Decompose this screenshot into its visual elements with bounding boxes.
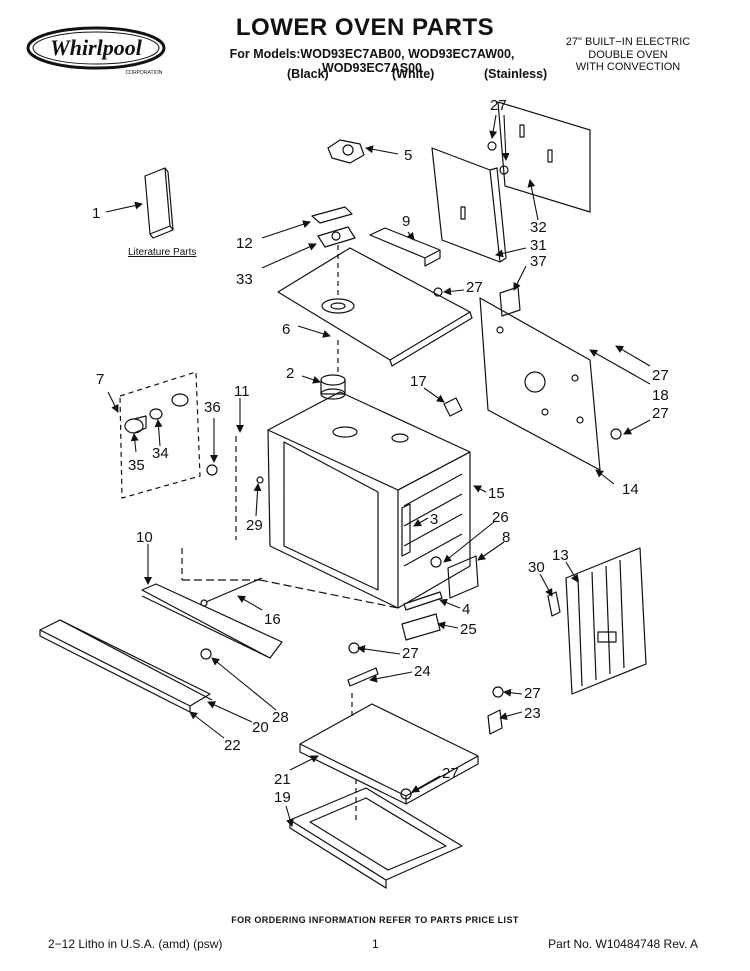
callout-31: 31 xyxy=(530,237,547,254)
callout-16: 16 xyxy=(264,611,281,628)
bracket-9 xyxy=(369,227,441,259)
callout-27: 27 xyxy=(652,367,669,384)
brand-tagline: CORPORATION xyxy=(126,70,163,76)
product-description: 27" BUILT−IN ELECTRIC DOUBLE OVEN WITH C… xyxy=(565,36,691,73)
page-number: 1 xyxy=(372,937,379,951)
color-white: (White) xyxy=(392,67,435,81)
callout-30: 30 xyxy=(528,559,545,576)
callout-23: 23 xyxy=(524,705,541,722)
callout-17: 17 xyxy=(410,373,427,390)
callout-14: 14 xyxy=(622,481,639,498)
hinge-24 xyxy=(347,667,379,687)
callout-6: 6 xyxy=(282,321,290,338)
bracket-23 xyxy=(487,709,503,735)
callout-27: 27 xyxy=(442,765,459,782)
rear-panel xyxy=(479,297,601,471)
panel-8 xyxy=(447,555,479,599)
callout-4: 4 xyxy=(462,601,470,618)
callout-18: 18 xyxy=(652,387,669,404)
literature-booklet xyxy=(144,167,174,239)
callout-13: 13 xyxy=(552,547,569,564)
callout-28: 28 xyxy=(272,709,289,726)
callout-26: 26 xyxy=(492,509,509,526)
oven-cavity xyxy=(267,391,471,609)
literature-label: Literature Parts xyxy=(128,247,196,258)
callout-20: 20 xyxy=(252,719,269,736)
callout-27: 27 xyxy=(402,645,419,662)
callout-24: 24 xyxy=(414,663,431,680)
bracket-25 xyxy=(401,613,441,641)
whirlpool-logo: Whirlpool CORPORATION xyxy=(26,26,166,76)
callout-37: 37 xyxy=(530,253,547,270)
top-panel xyxy=(277,247,471,361)
element-13 xyxy=(565,547,647,695)
page-title: LOWER OVEN PARTS xyxy=(235,14,495,41)
color-black: (Black) xyxy=(287,67,329,81)
callout-21: 21 xyxy=(274,771,291,788)
base-pan-19 xyxy=(289,787,463,881)
callout-27: 27 xyxy=(524,685,541,702)
bracket-37 xyxy=(499,286,521,317)
clip-30 xyxy=(547,591,561,617)
callout-7: 7 xyxy=(96,371,104,388)
side-panel-31 xyxy=(431,147,501,263)
vent-plate-12 xyxy=(311,206,353,224)
bracket-4 xyxy=(403,591,443,611)
thermal-cutoff-icon xyxy=(327,139,365,164)
callout-10: 10 xyxy=(136,529,153,546)
color-stainless: (Stainless) xyxy=(484,67,548,81)
model-list: For Models:WOD93EC7AB00, WOD93EC7AW00, W… xyxy=(229,47,515,75)
convection-motor-icon xyxy=(320,374,346,400)
callout-25: 25 xyxy=(460,621,477,638)
callout-2: 2 xyxy=(286,365,294,382)
callout-29: 29 xyxy=(246,517,263,534)
brand-name: Whirlpool xyxy=(50,35,143,60)
callout-11: 11 xyxy=(234,383,250,400)
callout-35: 35 xyxy=(128,457,145,474)
bottom-panel-21 xyxy=(299,703,479,797)
callout-1: 1 xyxy=(92,205,100,222)
trim-22 xyxy=(39,619,211,707)
light-assembly-group xyxy=(119,371,201,499)
part-number: Part No. W10484748 Rev. A xyxy=(548,937,698,951)
callout-27: 27 xyxy=(652,405,669,422)
callout-27: 27 xyxy=(466,279,483,296)
callout-33: 33 xyxy=(236,271,253,288)
front-frame-10 xyxy=(141,583,283,659)
callout-27: 27 xyxy=(490,97,507,114)
side-panel-32 xyxy=(497,101,591,213)
callout-36: 36 xyxy=(204,399,221,416)
ordering-info: FOR ORDERING INFORMATION REFER TO PARTS … xyxy=(231,915,519,925)
rod-16 xyxy=(205,577,263,603)
litho-info: 2−12 Litho in U.S.A. (amd) (psw) xyxy=(48,937,223,951)
callout-32: 32 xyxy=(530,219,547,236)
callout-8: 8 xyxy=(502,529,510,546)
vent-plate-33 xyxy=(317,226,356,248)
callout-3: 3 xyxy=(430,511,438,528)
callout-5: 5 xyxy=(404,147,412,164)
callout-19: 19 xyxy=(274,789,291,806)
clip-17 xyxy=(443,397,463,417)
callout-12: 12 xyxy=(236,235,253,252)
callout-22: 22 xyxy=(224,737,241,754)
light-lens-icon xyxy=(124,415,147,434)
callout-15: 15 xyxy=(488,485,505,502)
callout-9: 9 xyxy=(402,213,410,230)
callout-34: 34 xyxy=(152,445,169,462)
